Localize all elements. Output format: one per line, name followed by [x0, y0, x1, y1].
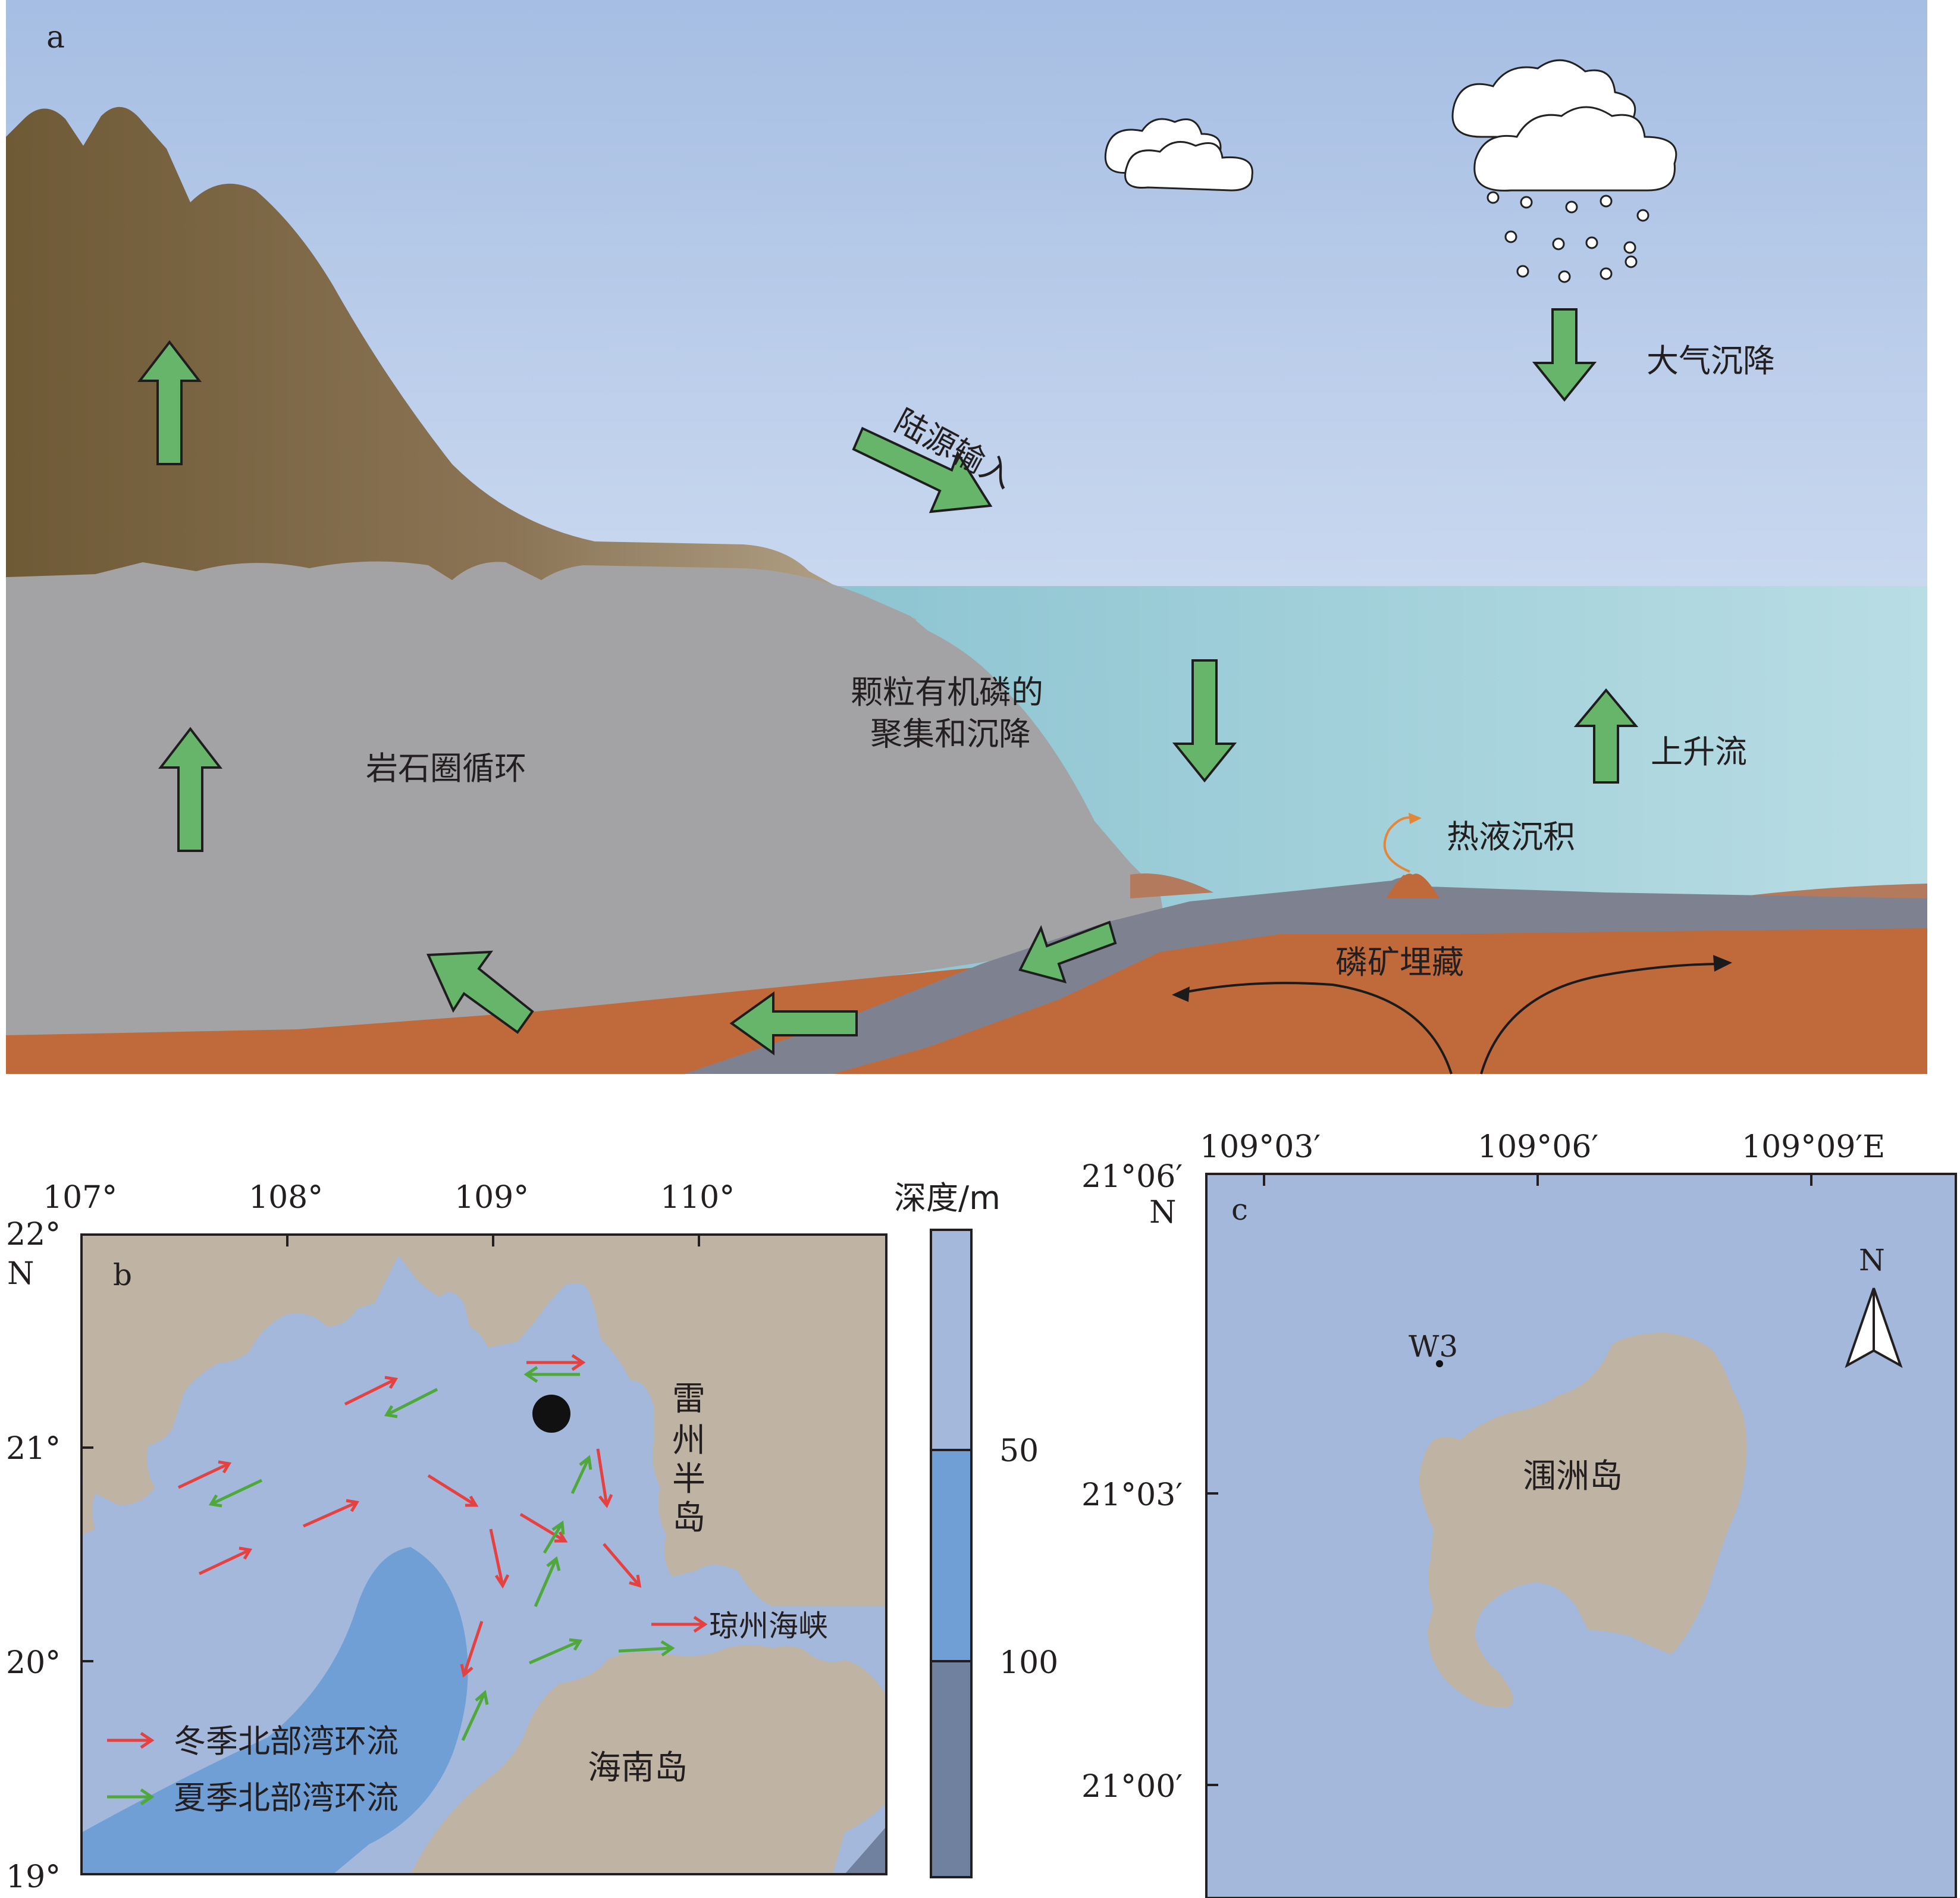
label-upwelling: 上升流 — [1651, 733, 1747, 771]
leizhou-char-2: 州 — [672, 1421, 705, 1460]
rain-drops — [1487, 191, 1649, 283]
label-hainan-island: 海南岛 — [588, 1749, 688, 1787]
hydrothermal-vent — [1386, 873, 1440, 898]
lithosphere-rock — [6, 561, 1166, 1035]
lat-tick-2103: 21°03′ — [1081, 1477, 1183, 1513]
arrow-particle-settling — [1172, 659, 1237, 783]
lon-tick-107: 107° — [43, 1180, 117, 1216]
summer-circulation-arrows — [107, 1365, 675, 1806]
arrow-seabed-left — [729, 991, 858, 1056]
lat-tick-20: 20° — [6, 1645, 61, 1681]
leizhou-char-1: 雷 — [672, 1380, 705, 1418]
lat-tick-2106: 21°06′ — [1081, 1159, 1183, 1195]
panel-c-label: c — [1231, 1192, 1248, 1227]
station-w3-label: W3 — [1409, 1329, 1458, 1364]
lat-tick-2100: 21°00′ — [1081, 1769, 1183, 1805]
lat-tick-n: N — [7, 1256, 35, 1292]
gulf-water-mid — [81, 1547, 468, 1874]
arrow-uplift-mountain — [137, 340, 202, 465]
lon-tick-109: 109° — [454, 1180, 529, 1216]
winter-circulation-arrows — [107, 1354, 708, 1749]
panel-b-frame — [80, 1233, 888, 1875]
lon-tick-10909: 109°09′E — [1742, 1129, 1885, 1165]
legend-winter-label: 冬季北部湾环流 — [174, 1722, 399, 1760]
arrow-uplift-rock — [158, 726, 223, 852]
lon-tick-10903: 109°03′ — [1200, 1129, 1321, 1165]
convection-right — [1480, 963, 1726, 1075]
depth-scale-title: 深度/m — [894, 1179, 1001, 1217]
arrow-slab-left — [1018, 920, 1117, 984]
panel-c-frame — [1205, 1173, 1957, 1898]
label-hydrothermal: 热液沉积 — [1447, 818, 1575, 856]
lon-tick-110: 110° — [660, 1180, 735, 1216]
lat-tick-c-n: N — [1149, 1195, 1177, 1230]
hydrothermal-plume — [1383, 816, 1413, 873]
weizhou-island — [1419, 1333, 1747, 1708]
north-arrow-label: N — [1859, 1243, 1885, 1277]
arrow-terrestrial-input — [852, 427, 993, 513]
panel-b-ticks — [80, 1235, 700, 1662]
label-qiongzhou-strait: 琼州海峡 — [709, 1609, 828, 1643]
convection-left-head — [1172, 986, 1190, 1002]
label-lithosphere-cycle: 岩石圈循环 — [366, 750, 526, 787]
depth-scale-frame — [930, 1229, 973, 1878]
weizhou-location-dot — [532, 1395, 570, 1433]
seabed-mound — [1130, 873, 1213, 898]
leizhou-char-3: 半 — [672, 1460, 705, 1499]
panel-c-ticks — [1206, 1174, 1812, 1786]
subducting-slab — [684, 877, 1927, 1074]
depth-scale-mid — [931, 1450, 971, 1661]
convection-right-head — [1713, 955, 1732, 972]
lat-tick-21: 21° — [6, 1431, 61, 1467]
label-particle-line2: 聚集和沉降 — [870, 715, 1031, 753]
panel-b-label: b — [113, 1258, 132, 1292]
convection-left — [1177, 982, 1453, 1075]
plume-arrowhead — [1409, 813, 1422, 824]
legend-summer-label: 夏季北部湾环流 — [174, 1779, 399, 1816]
depth-tick-100: 100 — [999, 1645, 1058, 1681]
north-arrow — [1845, 1288, 1903, 1368]
lon-tick-108: 108° — [249, 1180, 323, 1216]
panel-b: 107° 108° 109° 110° 22° N 21° 20° 19° b … — [6, 1179, 1058, 1895]
lat-tick-22: 22° — [6, 1217, 61, 1252]
depth-scale-deep — [931, 1661, 971, 1877]
station-w3-dot — [1436, 1360, 1443, 1367]
lon-tick-10906: 109°06′ — [1478, 1129, 1598, 1165]
mountain — [6, 107, 916, 631]
panel-a: a 陆源输入 大气沉降 岩石圈循环 颗粒有机磷的 聚集和沉降 上升流 热液沉积 … — [6, 0, 1927, 1075]
land-leizhou — [652, 1345, 886, 1606]
cloud-small — [1104, 118, 1253, 192]
arrow-atmospheric-deposition — [1532, 308, 1597, 402]
arrow-lithosphere-return — [426, 950, 534, 1034]
land-west-strip — [81, 1476, 95, 1535]
land-north — [81, 1235, 886, 1505]
label-phosphorite-burial: 磷矿埋藏 — [1335, 944, 1464, 981]
seabed-right-ridge — [1725, 884, 1927, 900]
panel-c: 109°03′ 109°06′ 109°09′E 21°06′ N 21°03′… — [1081, 1129, 1957, 1898]
label-weizhou-island: 涠洲岛 — [1523, 1457, 1623, 1496]
label-particle-line1: 颗粒有机磷的 — [851, 674, 1043, 711]
lat-tick-19: 19° — [6, 1859, 61, 1895]
leizhou-char-4: 岛 — [672, 1499, 705, 1537]
panel-a-label: a — [46, 20, 65, 55]
arrow-upwelling — [1573, 688, 1639, 784]
depth-scale-shallow — [931, 1230, 971, 1450]
gulf-water-deep — [845, 1827, 886, 1874]
depth-tick-50: 50 — [999, 1433, 1039, 1469]
cloud-rain — [1451, 59, 1677, 192]
land-hainan — [410, 1645, 886, 1874]
label-atmospheric-deposition: 大气沉降 — [1647, 342, 1775, 380]
